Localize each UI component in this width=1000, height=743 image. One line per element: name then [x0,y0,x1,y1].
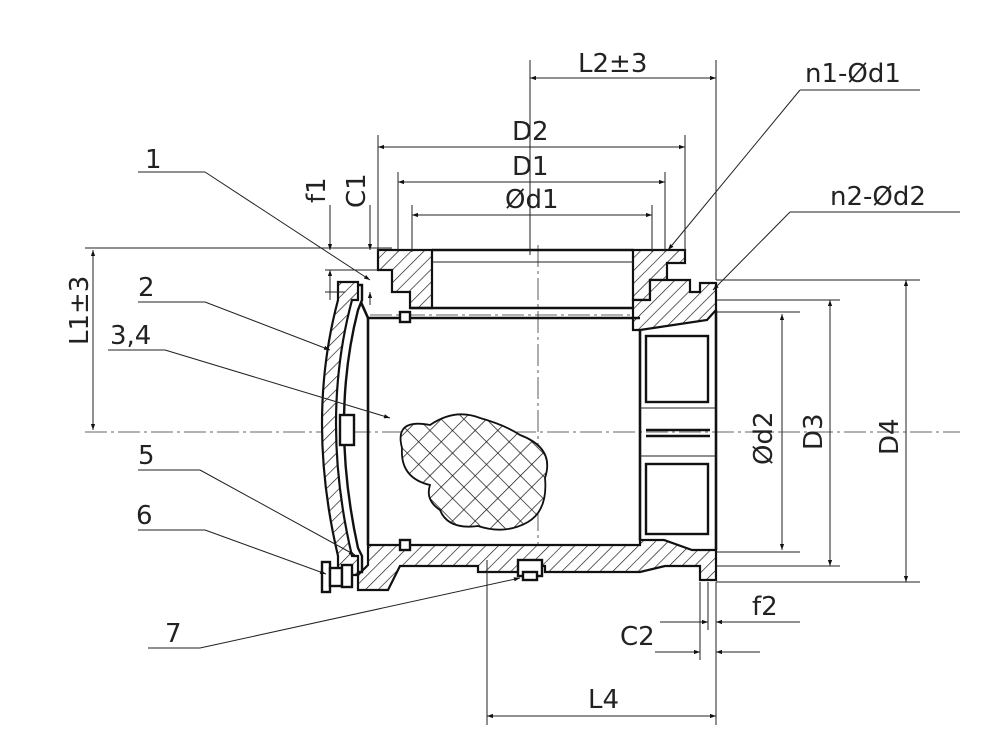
label-part7: 7 [165,619,182,649]
label-part34: 3,4 [110,321,151,351]
labels: L2±3 n1-Ød1 D2 D1 Ød1 n2-Ød2 1 2 3,4 5 6… [65,49,926,715]
label-L2: L2±3 [578,49,647,79]
label-part1: 1 [145,145,162,175]
label-D3: D3 [799,413,829,450]
label-L4: L4 [588,685,619,715]
leader-lines [108,89,960,649]
drain-plug [516,558,544,582]
label-n1d1: n1-Ød1 [805,59,901,89]
label-part5: 5 [138,441,155,471]
label-part2: 2 [138,273,155,303]
label-d2: Ød2 [749,411,779,465]
label-L1: L1±3 [65,276,95,345]
label-D4: D4 [875,418,905,455]
extension-lines [85,60,920,725]
label-C1: C1 [342,173,372,208]
end-cover [320,280,364,577]
label-part6: 6 [136,501,153,531]
label-D2: D2 [512,117,549,147]
label-n2d2: n2-Ød2 [830,182,926,212]
dimension-lines [90,75,909,719]
label-f1: f1 [302,177,332,203]
label-f2: f2 [752,592,778,622]
label-D1: D1 [512,152,549,182]
filter-element [399,413,549,531]
label-d1: Ød1 [505,185,559,215]
handwheel [320,560,354,594]
label-C2: C2 [620,622,655,652]
housing-body [356,248,718,592]
